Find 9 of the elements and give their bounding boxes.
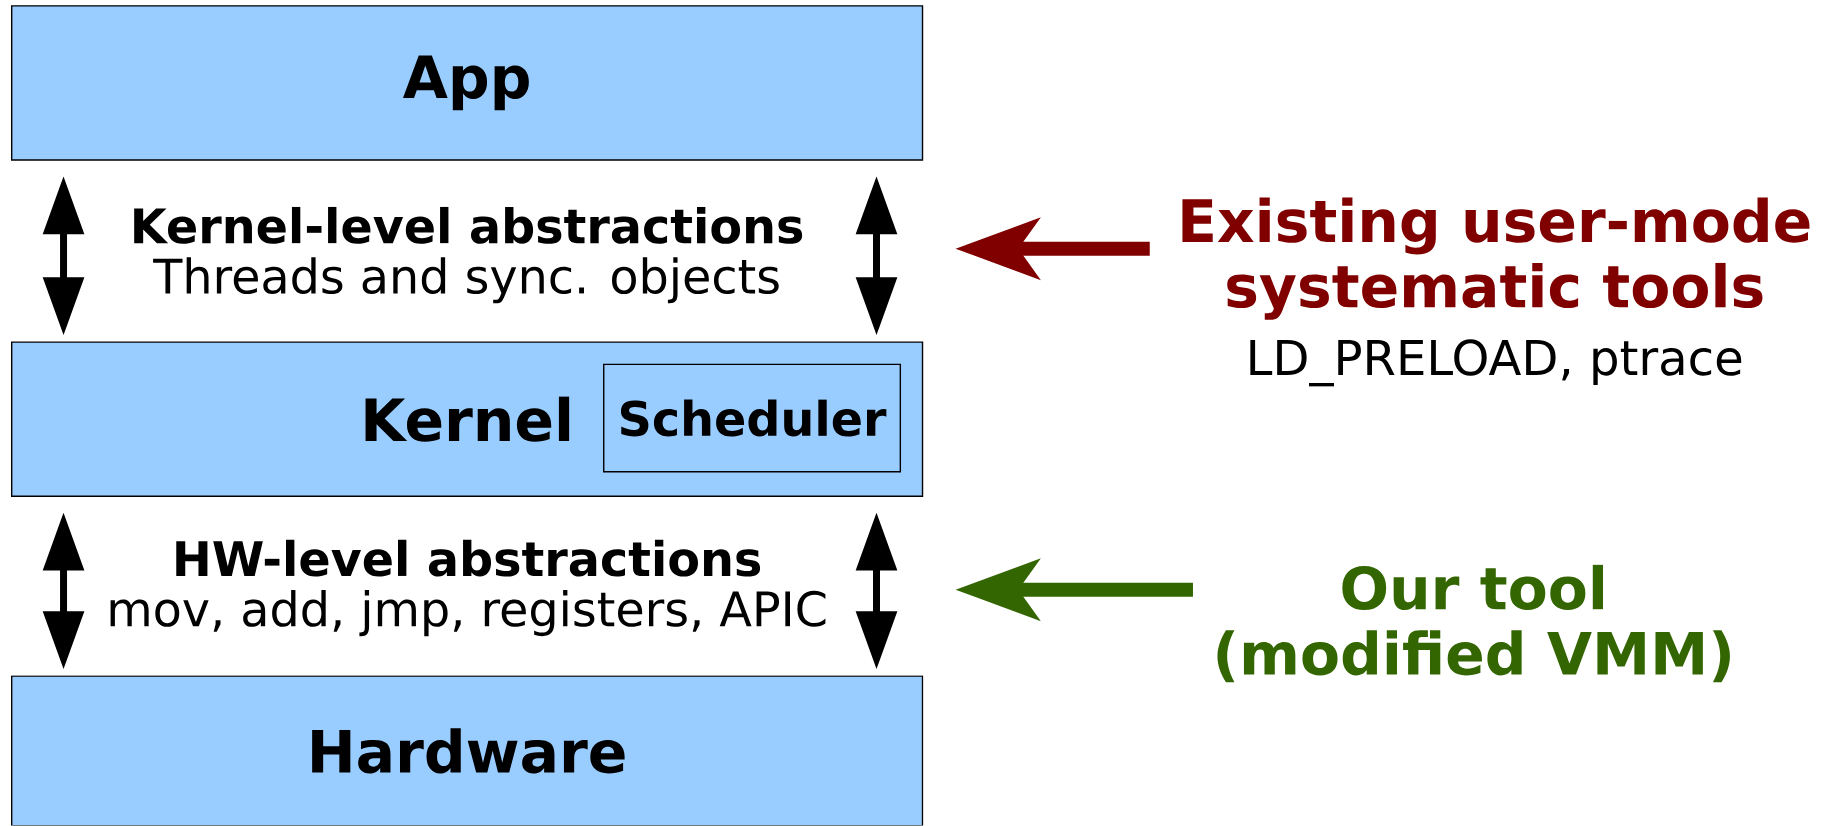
component-box: Scheduler	[603, 363, 902, 473]
layer-box: App	[11, 5, 924, 161]
layer-box: Hardware	[11, 675, 924, 826]
tool-text: Our tool (modified VMM)	[1217, 565, 1730, 683]
layer-description: Threads and sync. objects	[153, 257, 779, 304]
layer-heading: Kernel-level abstractions	[134, 207, 803, 244]
tool-text: Existing user-mode systematic tools LD_PRELOAD, ptrace	[1182, 197, 1810, 387]
layer-description: mov, add, jmp, registers, APIC	[110, 590, 826, 637]
layer-heading: HW-level abstractions	[176, 539, 761, 577]
